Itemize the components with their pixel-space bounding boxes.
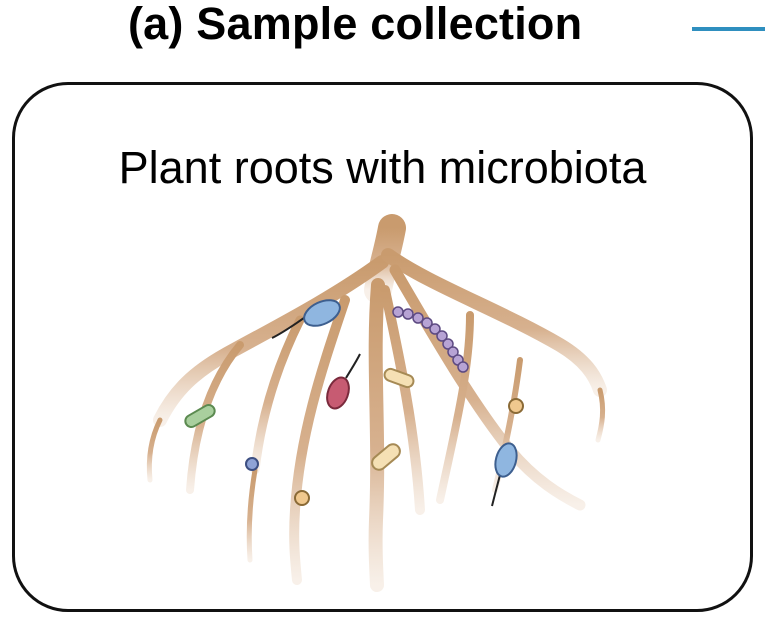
coccus-orange-right [508, 398, 524, 414]
panel-header: (a) Sample collection [0, 0, 765, 50]
rod-green [184, 404, 216, 428]
flagellated-blue-microbe-top [271, 299, 341, 339]
flagellated-red-microbe [326, 353, 361, 410]
coccus-blue-small [245, 457, 259, 471]
panel-label: Plant roots with microbiota [118, 142, 647, 193]
rod-yellow-lower [371, 443, 401, 471]
accent-line [692, 27, 765, 31]
flagellated-blue-microbe-right [491, 442, 518, 507]
coccus-chain-purple [392, 306, 469, 373]
panel-title: (a) Sample collection [128, 0, 583, 49]
coccus-orange-bottom [294, 490, 310, 506]
rod-yellow-upper [383, 367, 415, 389]
root-system [146, 214, 607, 592]
